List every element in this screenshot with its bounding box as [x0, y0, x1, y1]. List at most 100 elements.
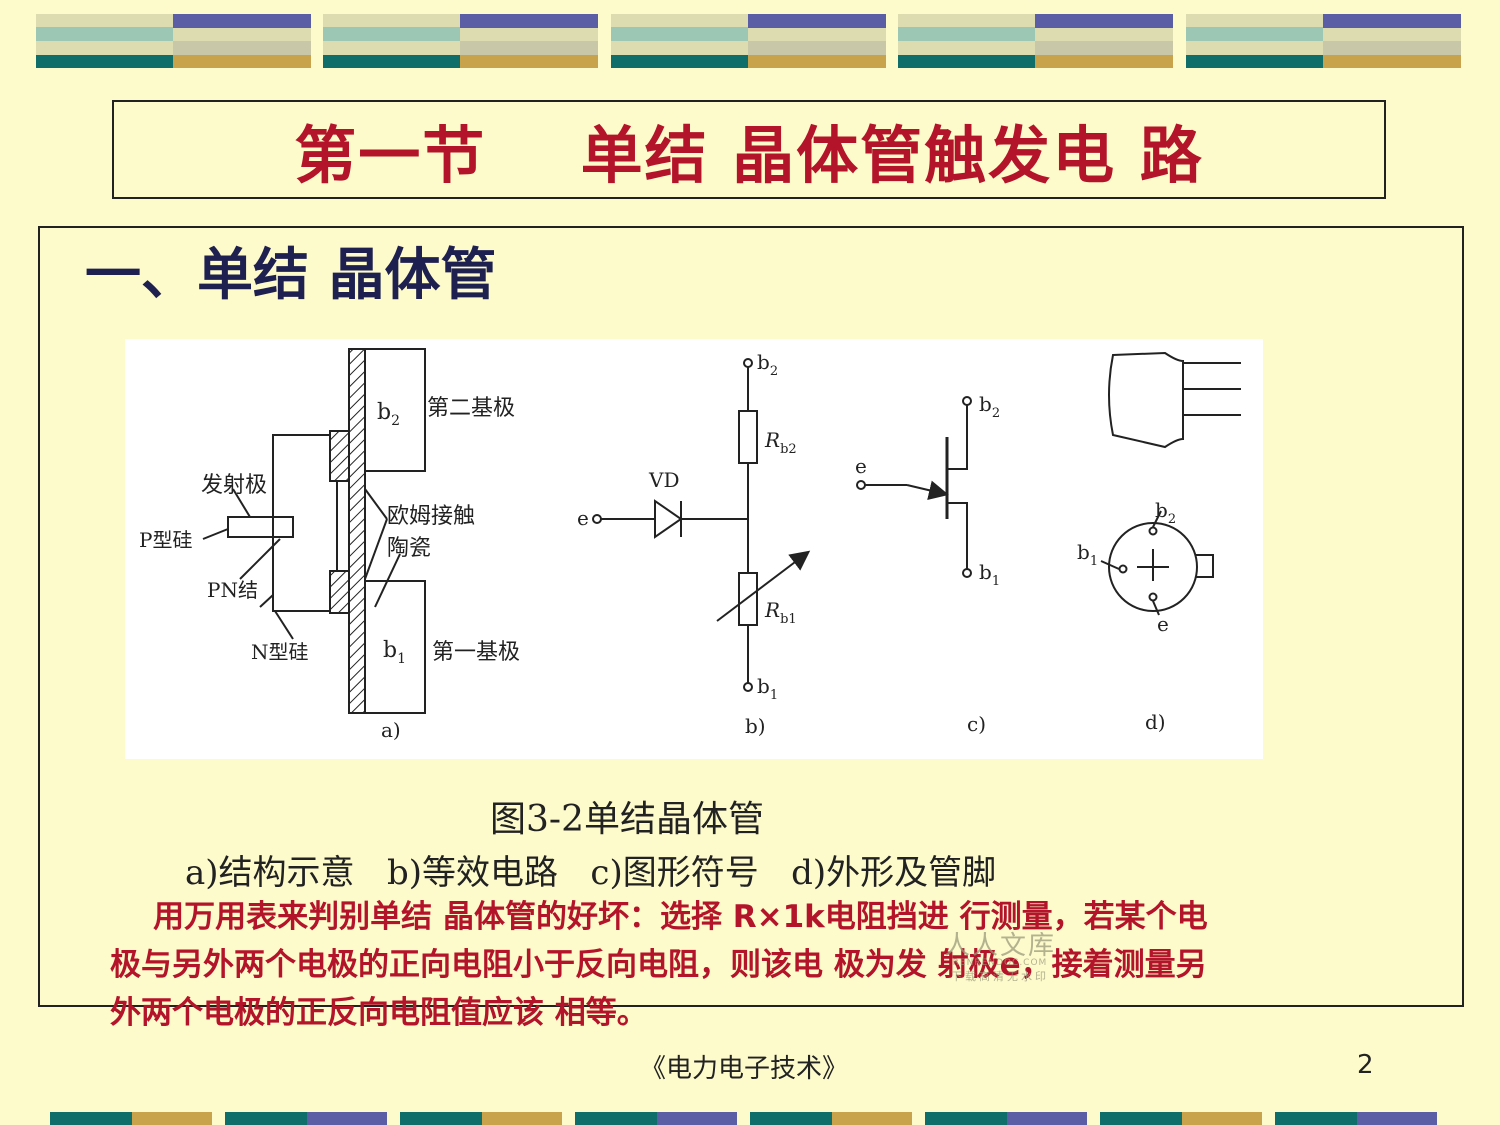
slide-title-box: 第一节 单结 晶体管触发电 路 [112, 100, 1386, 199]
top-deco-purple-4 [1323, 14, 1461, 28]
panel-b-labels: b2 Rb2 VD e Rb1 b1 b) [577, 350, 797, 738]
bottom-deco-teal-4 [750, 1112, 832, 1125]
panel-b-equivalent-circuit [592, 358, 811, 692]
top-deco-teal-1 [323, 55, 460, 68]
bottom-deco-teal-1 [225, 1112, 307, 1125]
label-b1: b1 [383, 638, 406, 667]
bottom-deco-teal-5 [925, 1112, 1007, 1125]
top-deco-grey-3 [1035, 41, 1173, 55]
top-deco-grey-4 [1323, 41, 1461, 55]
watermark-url: RENRENDOC.COM [952, 958, 1048, 968]
rb2-resistor [738, 410, 758, 464]
figure-caption: 图3-2单结晶体管 [490, 799, 764, 840]
n-silicon-body [272, 434, 330, 612]
label-b1: b1 [979, 560, 1000, 589]
watermark-main: 人人文库 [943, 931, 1056, 961]
section-heading: 一、单结 晶体管 [85, 243, 497, 308]
footer-course-title: 《电力电子技术》 [640, 1054, 849, 1084]
p-silicon-emitter [227, 516, 294, 538]
rb1-resistor [738, 572, 758, 626]
label-vd: VD [648, 468, 679, 492]
ujt-figure: b2 第二基极 发射极 P型硅 PN结 N型硅 欧姆接触 陶瓷 b1 第一基极 … [125, 339, 1263, 759]
caption-d: d) [1145, 710, 1166, 734]
panel-c-symbol [856, 396, 972, 578]
bottom-deco-teal-2 [400, 1112, 482, 1125]
top-deco-teal-3 [898, 55, 1035, 68]
panel-d-labels: b2 b1 e d) [1077, 498, 1176, 734]
content-frame [38, 226, 1464, 1007]
top-deco-sage-1 [323, 27, 460, 41]
note-line-1: 用万用表来判别单结 晶体管的好坏：选择 R×1k电阻挡进 行测量，若某个电 [110, 899, 1208, 935]
top-deco-gold-0 [173, 55, 311, 68]
label-b2: b2 [377, 400, 400, 429]
label-rb2: Rb2 [764, 428, 797, 457]
ceramic-substrate [348, 348, 366, 714]
vd-diode [654, 499, 683, 539]
top-deco-teal-2 [611, 55, 748, 68]
n-silicon-bottom-contact [329, 570, 350, 614]
package-side-view [1108, 351, 1184, 449]
top-deco-grey-1 [460, 41, 598, 55]
top-deco-gold-3 [1035, 55, 1173, 68]
bottom-deco-teal-3 [575, 1112, 657, 1125]
caption-a: a) [381, 718, 401, 742]
panel-d-package [1100, 351, 1241, 616]
top-deco-sage-4 [1186, 27, 1323, 41]
top-deco-purple-1 [460, 14, 598, 28]
n-silicon-top-contact [329, 430, 350, 482]
watermark-sub: 下载高清无水印 [951, 970, 1049, 983]
bottom-deco-teal-7 [1275, 1112, 1357, 1125]
top-deco-sage-2 [611, 27, 748, 41]
bottom-deco-accent-1 [307, 1112, 387, 1125]
label-e: e [1157, 612, 1169, 636]
top-deco-gold-1 [460, 55, 598, 68]
caption-b: b) [745, 714, 766, 738]
label-ohmic-contact: 欧姆接触 [387, 504, 475, 529]
bottom-deco-accent-6 [1182, 1112, 1262, 1125]
b2-electrode [364, 348, 426, 472]
top-deco-teal-0 [36, 55, 173, 68]
bottom-deco-accent-7 [1357, 1112, 1437, 1125]
label-pn-junction: PN结 [207, 578, 258, 602]
label-n-silicon: N型硅 [251, 640, 309, 664]
label-rb1: Rb1 [764, 598, 797, 627]
ujt-figure-svg: b2 第二基极 发射极 P型硅 PN结 N型硅 欧姆接触 陶瓷 b1 第一基极 … [139, 348, 1241, 742]
top-deco-sage-0 [36, 27, 173, 41]
label-b1: b1 [757, 674, 778, 703]
top-deco-purple-0 [173, 14, 311, 28]
label-emitter: 发射极 [201, 473, 267, 498]
top-deco-purple-3 [1035, 14, 1173, 28]
bottom-deco-accent-4 [832, 1112, 912, 1125]
label-p-silicon: P型硅 [139, 528, 192, 552]
caption-c: c) [967, 712, 986, 736]
top-deco-teal-4 [1186, 55, 1323, 68]
top-deco-gold-4 [1323, 55, 1461, 68]
bottom-deco-accent-5 [1007, 1112, 1087, 1125]
top-deco-sage-3 [898, 27, 1035, 41]
label-b2: b2 [757, 350, 778, 379]
package-bottom-view [1108, 522, 1198, 612]
label-e: e [855, 454, 867, 478]
bottom-deco-teal-0 [50, 1112, 132, 1125]
watermark: 人人文库 RENRENDOC.COM 下载高清无水印 [938, 925, 1062, 984]
panel-c-labels: b2 e b1 c) [855, 392, 1000, 736]
label-first-base: 第一基极 [432, 640, 520, 665]
bottom-deco-accent-2 [482, 1112, 562, 1125]
note-line-3: 外两个电极的正反向电阻值应该 相等。 [110, 995, 648, 1031]
top-deco-gold-2 [748, 55, 886, 68]
page-number: 2 [1357, 1050, 1374, 1080]
top-deco-grey-2 [748, 41, 886, 55]
note-paragraph: 用万用表来判别单结 晶体管的好坏：选择 R×1k电阻挡进 行测量，若某个电 极与… [110, 893, 1450, 1037]
label-ceramic: 陶瓷 [387, 536, 431, 561]
label-b1: b1 [1077, 540, 1098, 569]
bottom-deco-accent-3 [657, 1112, 737, 1125]
bottom-deco-teal-6 [1100, 1112, 1182, 1125]
bottom-deco-accent-0 [132, 1112, 212, 1125]
panel-a-structure [202, 348, 426, 714]
figure-subcaptions: a)结构示意 b)等效电路 c)图形符号 d)外形及管脚 [185, 853, 997, 893]
top-deco-grey-0 [173, 41, 311, 55]
label-b2: b2 [979, 392, 1000, 421]
note-line-2: 极与另外两个电极的正向电阻小于反向电阻，则该电 极为发 射极e，接着测量另 [110, 947, 1207, 983]
label-b2: b2 [1155, 498, 1176, 527]
label-e: e [577, 506, 589, 530]
